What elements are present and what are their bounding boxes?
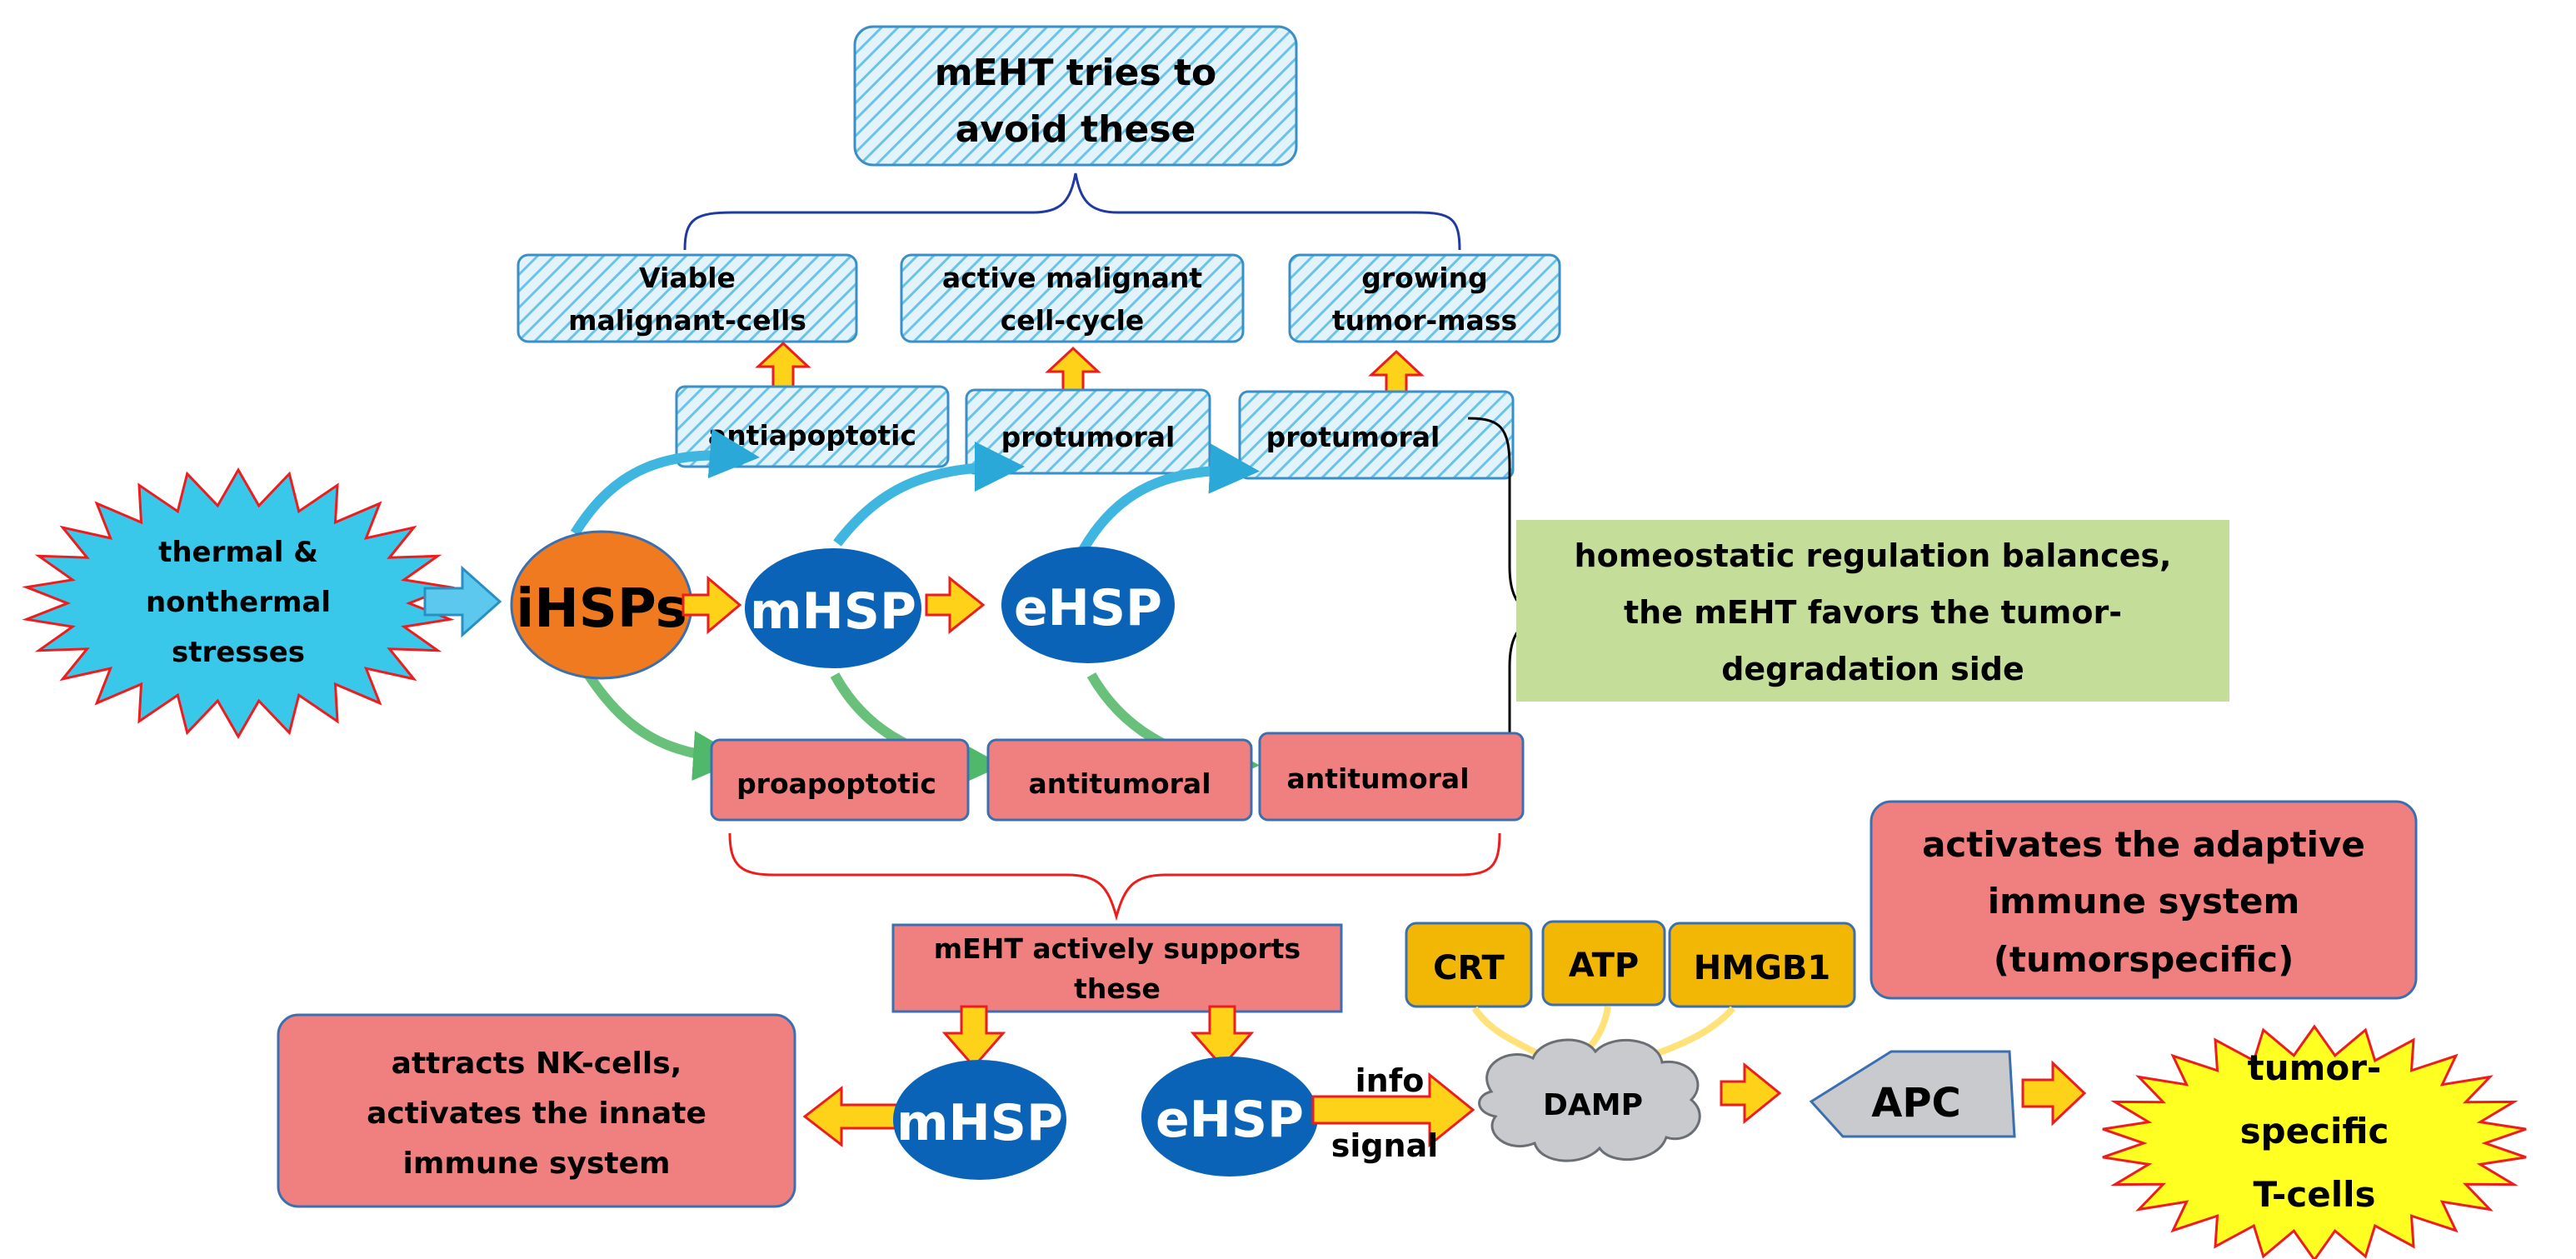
svg-text:iHSPs: iHSPs (516, 578, 686, 640)
svg-text:DAMP: DAMP (1543, 1088, 1643, 1122)
svg-text:HMGB1: HMGB1 (1694, 949, 1830, 987)
svg-text:stresses: stresses (172, 636, 305, 669)
svg-text:Viable: Viable (639, 262, 736, 294)
avoid-title-line1: mEHT tries to (935, 52, 1217, 94)
svg-text:mHSP: mHSP (896, 1094, 1063, 1152)
svg-text:the mEHT favors the tumor-: the mEHT favors the tumor- (1624, 594, 2122, 631)
svg-text:antitumoral: antitumoral (1286, 762, 1469, 795)
outcome-tumor-mass-box: growing tumor-mass (1288, 253, 1561, 343)
mhsp-node: mHSP (745, 548, 921, 668)
innate-immune-box: attracts NK-cells, activates the innate … (277, 1013, 796, 1208)
atp-box: ATP (1541, 920, 1666, 1007)
svg-text:T-cells: T-cells (2253, 1174, 2375, 1215)
damp-to-apc-arrow (1720, 1062, 1782, 1125)
tcells-starburst: tumor- specific T-cells (2102, 1024, 2527, 1259)
svg-text:active malignant: active malignant (942, 262, 1202, 294)
up-arrow-3 (1368, 349, 1425, 398)
svg-text:cell-cycle: cell-cycle (1001, 304, 1145, 337)
lower-brace (728, 832, 1501, 922)
info-label: info (1355, 1062, 1425, 1099)
curve-up-3 (1078, 443, 1260, 552)
svg-text:antiapoptotic: antiapoptotic (708, 419, 916, 452)
svg-text:immune system: immune system (402, 1147, 670, 1181)
avoid-title-line2: avoid these (956, 108, 1196, 151)
svg-text:nonthermal: nonthermal (146, 586, 331, 619)
mhsp-to-innate-arrow (802, 1085, 901, 1148)
ehsp-node: eHSP (1001, 547, 1175, 663)
crt-to-damp-arrow (1471, 1006, 1545, 1060)
apc-to-tcells-arrow (2021, 1060, 2087, 1127)
protumoral-box-2: protumoral (1238, 390, 1515, 480)
antitumoral-box-1: antitumoral (986, 738, 1253, 822)
antitumoral-box-2: antitumoral (1258, 732, 1525, 822)
svg-text:specific: specific (2240, 1111, 2389, 1152)
hmgb1-box: HMGB1 (1668, 922, 1856, 1008)
svg-text:(tumorspecific): (tumorspecific) (1994, 939, 2294, 980)
svg-text:mEHT actively supports: mEHT actively supports (934, 932, 1300, 965)
signal-label: signal (1331, 1127, 1439, 1164)
svg-text:attracts NK-cells,: attracts NK-cells, (392, 1047, 682, 1081)
proapoptotic-box: proapoptotic (710, 738, 970, 822)
svg-text:eHSP: eHSP (1014, 579, 1162, 637)
protumoral-box-1: protumoral (965, 388, 1211, 475)
stress-starburst: thermal & nonthermal stresses (22, 467, 455, 740)
avoid-these-box: mEHT tries to avoid these (853, 25, 1298, 167)
curve-up-2 (833, 442, 1025, 547)
stress-to-ihsps-arrow (423, 565, 502, 638)
apc-node: APC (1809, 1050, 2016, 1138)
down-arrow-mhsp (941, 1005, 1006, 1069)
svg-text:eHSP: eHSP (1156, 1091, 1304, 1149)
svg-text:tumor-: tumor- (2248, 1047, 2382, 1088)
svg-text:protumoral: protumoral (1001, 421, 1176, 453)
svg-text:mHSP: mHSP (750, 582, 916, 641)
bottom-ehsp-node: eHSP (1141, 1057, 1318, 1177)
svg-text:thermal &: thermal & (158, 536, 318, 569)
svg-text:CRT: CRT (1433, 949, 1505, 987)
info-signal-arrow (1311, 1072, 1475, 1148)
damp-cloud: DAMP (1478, 1038, 1701, 1162)
svg-text:these: these (1074, 972, 1161, 1005)
svg-text:activates the adaptive: activates the adaptive (1922, 824, 2365, 865)
mhsp-to-ehsp-arrow (925, 575, 986, 635)
supports-box: mEHT actively supports these (891, 923, 1343, 1013)
crt-box: CRT (1405, 922, 1533, 1008)
svg-text:proapoptotic: proapoptotic (736, 767, 936, 800)
svg-text:protumoral: protumoral (1266, 421, 1440, 453)
svg-text:degradation side: degradation side (1721, 651, 2024, 687)
curve-up-1 (570, 428, 760, 537)
outcome-viable-box: Viable malignant-cells (517, 253, 858, 343)
top-brace (683, 172, 1461, 251)
adaptive-immune-box: activates the adaptive immune system (tu… (1870, 800, 2418, 1000)
svg-text:malignant-cells: malignant-cells (568, 304, 806, 337)
curve-down-1 (578, 663, 743, 781)
outcome-cell-cycle-box: active malignant cell-cycle (900, 253, 1245, 343)
svg-text:growing: growing (1361, 262, 1487, 294)
up-arrow-2 (1045, 346, 1101, 395)
svg-text:APC: APC (1871, 1080, 1961, 1127)
svg-text:immune system: immune system (1988, 881, 2300, 922)
ihsps-to-mhsp-arrow (681, 575, 742, 635)
svg-text:homeostatic regulation balance: homeostatic regulation balances, (1575, 537, 2172, 574)
bottom-mhsp-node: mHSP (893, 1060, 1066, 1180)
up-arrow-1 (755, 341, 811, 390)
ihsps-node: iHSPs (510, 530, 693, 680)
svg-text:antitumoral: antitumoral (1028, 767, 1211, 800)
down-arrow-ehsp (1190, 1005, 1255, 1069)
svg-text:activates the innate: activates the innate (367, 1097, 706, 1131)
homeostatic-box: homeostatic regulation balances, the mEH… (1516, 520, 2229, 702)
svg-text:tumor-mass: tumor-mass (1332, 304, 1517, 337)
svg-text:ATP: ATP (1569, 947, 1639, 985)
